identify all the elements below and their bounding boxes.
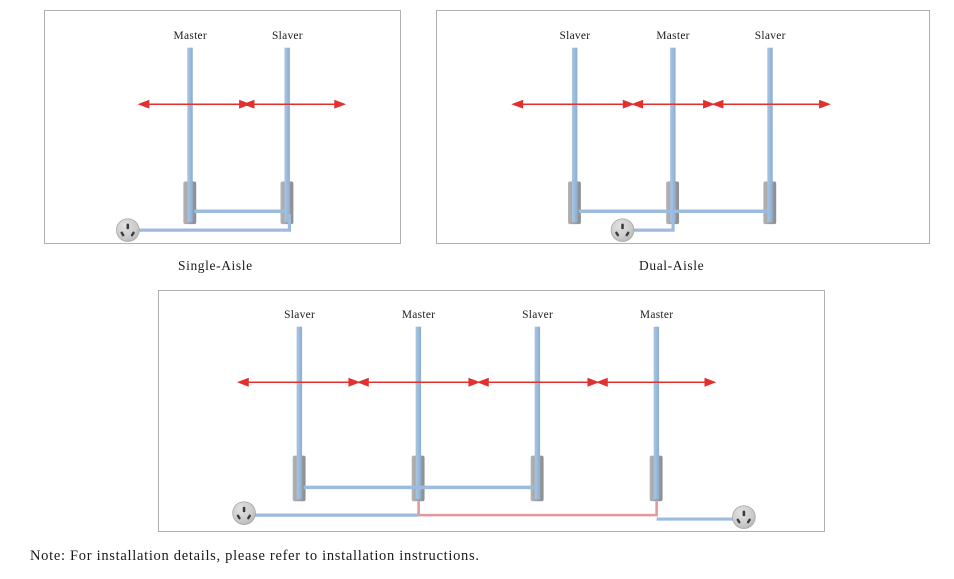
unit-label-slaver: Slaver <box>755 30 786 42</box>
unit-label-slaver: Slaver <box>284 309 315 321</box>
panel-single-aisle: Master Slaver <box>44 10 401 244</box>
power-socket-icon <box>732 505 756 529</box>
panel-dual-aisle: Slaver Master Slaver <box>436 10 930 244</box>
power-socket-icon <box>232 501 256 525</box>
unit-label-master: Master <box>640 309 673 321</box>
post-slaver <box>284 47 290 223</box>
post-slaver <box>534 326 541 500</box>
unit-label-slaver: Slaver <box>272 30 303 42</box>
caption-dual-aisle: Dual-Aisle <box>639 258 705 273</box>
post-slaver <box>296 326 303 500</box>
unit-label-slaver: Slaver <box>559 30 590 42</box>
post-master <box>653 326 660 500</box>
post-master <box>187 47 193 223</box>
dual-aisle-drawing: Slaver Master Slaver <box>511 30 831 242</box>
panel-multi-aisle: Slaver Master Slaver Master <box>158 290 825 532</box>
double-headed-arrow-icon <box>137 99 347 109</box>
installation-note: Note: For installation details, please r… <box>30 548 480 564</box>
post-slaver <box>571 47 578 223</box>
caption-single-aisle: Single-Aisle <box>178 258 253 273</box>
unit-label-slaver: Slaver <box>522 309 553 321</box>
double-headed-arrow-icon <box>511 99 831 109</box>
post-slaver <box>767 47 773 223</box>
multi-aisle-drawing: Slaver Master Slaver Master <box>232 309 756 529</box>
power-socket-icon <box>610 218 635 242</box>
post-master <box>415 326 422 500</box>
unit-label-master: Master <box>174 30 207 42</box>
double-headed-arrow-icon <box>236 377 717 387</box>
power-socket-icon <box>116 218 140 242</box>
wire-socket-feed <box>632 214 675 232</box>
wire-socket-feed <box>136 214 292 232</box>
wire-master-link-red <box>417 501 658 517</box>
single-aisle-drawing: Master Slaver <box>116 30 347 242</box>
post-master <box>670 47 676 223</box>
unit-label-master: Master <box>402 309 435 321</box>
unit-label-master: Master <box>656 30 689 42</box>
